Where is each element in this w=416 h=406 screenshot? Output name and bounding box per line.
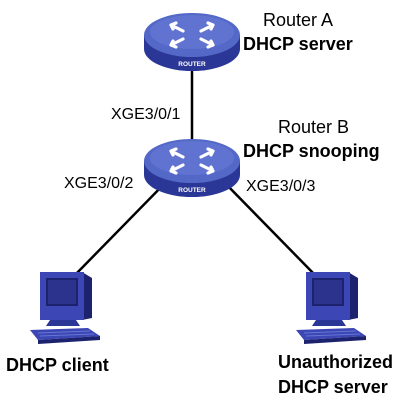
router-a-badge: ROUTER — [178, 61, 206, 68]
link-router-b-dhcp-client — [73, 179, 169, 277]
port-xge3-0-1: XGE3/0/1 — [111, 106, 181, 123]
unauthorized-server-computer-icon — [296, 272, 366, 344]
router-a-icon: ROUTER — [144, 13, 240, 71]
dhcp-client-label: DHCP client — [6, 355, 109, 375]
port-xge3-0-2: XGE3/0/2 — [64, 175, 134, 192]
unauthorized-server-label-line1: Unauthorized — [278, 352, 393, 372]
router-b-badge: ROUTER — [178, 187, 206, 194]
link-router-b-unauthorized-server — [221, 179, 317, 277]
dhcp-client-computer-icon — [30, 272, 100, 344]
router-a-role: DHCP server — [243, 34, 353, 54]
unauthorized-server-label-line2: DHCP server — [278, 377, 388, 397]
router-b-icon: ROUTER — [144, 139, 240, 197]
router-b-role: DHCP snooping — [243, 141, 380, 161]
router-a-name: Router A — [263, 10, 334, 30]
router-b-name: Router B — [278, 117, 350, 137]
port-xge3-0-3: XGE3/0/3 — [246, 178, 316, 195]
